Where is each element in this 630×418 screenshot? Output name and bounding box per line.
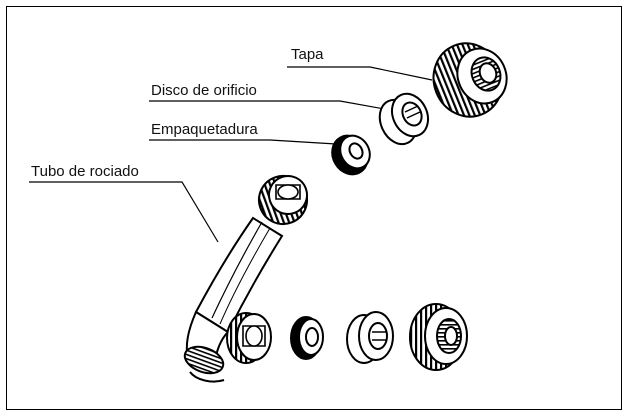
- label-disco-de-orificio: Disco de orificio: [151, 82, 257, 99]
- label-empaquetadura: Empaquetadura: [151, 121, 258, 138]
- leader-disco: [149, 100, 391, 111]
- leader-lines: [29, 66, 433, 243]
- label-tubo-de-rociado: Tubo de rociado: [31, 163, 139, 180]
- tapa-cap-top: [432, 42, 508, 118]
- label-tapa: Tapa: [291, 46, 324, 63]
- tapa-cap-bottom: [409, 303, 468, 371]
- empaquetadura-top: [331, 134, 371, 176]
- leader-tapa: [287, 66, 433, 81]
- disco-orificio-bottom: [346, 311, 394, 364]
- figure-frame: [6, 6, 622, 410]
- leader-empaquetadura: [149, 139, 337, 145]
- empaquetadura-bottom: [290, 316, 324, 360]
- tubo-de-rociado: [183, 175, 308, 383]
- disco-orificio-top: [378, 92, 429, 146]
- leader-tubo: [29, 181, 219, 243]
